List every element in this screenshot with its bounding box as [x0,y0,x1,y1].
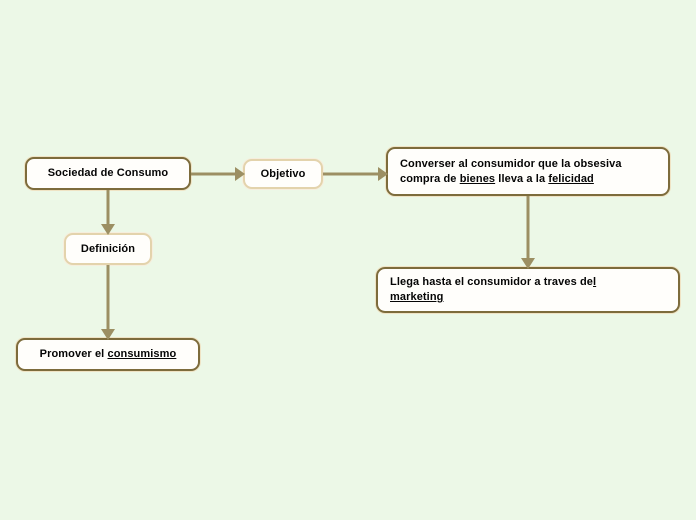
node-llega-consumidor[interactable]: Llega hasta el consumidor a traves del m… [376,267,680,313]
node-convencer-consumidor-label: Converser al consumidor que la obsesiva … [388,157,668,187]
node-definicion-label: Definición [80,242,136,255]
llega-term-marketing: marketing [390,291,444,303]
arrow-sociedad-to-definicion [99,190,117,235]
convencer-line-1: Converser al consumidor que la obsesiva [400,157,622,170]
node-definicion[interactable]: Definición [64,233,152,265]
convencer-term-bienes: bienes [459,172,496,185]
node-llega-consumidor-label: Llega hasta el consumidor a traves del m… [378,275,678,305]
arrow-sociedad-to-objetivo [191,165,245,183]
arrow-convencer-to-llega [519,196,537,269]
node-objetivo-label: Objetivo [260,167,306,180]
node-promover-consumismo[interactable]: Promover el consumismo [16,338,200,371]
convencer-line-2-pre: compra de [400,172,460,185]
llega-line-1-underline: l [593,276,597,288]
promover-term-consumismo: consumismo [107,348,177,360]
llega-line-1-pre: Llega hasta el consumidor a traves de [390,276,593,288]
node-convencer-consumidor[interactable]: Converser al consumidor que la obsesiva … [386,147,670,196]
convencer-line-2-mid: lleva a la [495,172,549,185]
node-sociedad-de-consumo[interactable]: Sociedad de Consumo [25,157,191,190]
promover-text-pre: Promover el [39,348,108,360]
node-objetivo[interactable]: Objetivo [243,159,323,189]
arrow-objetivo-to-convencer [323,165,388,183]
arrow-definicion-to-promover [99,265,117,340]
convencer-term-felicidad: felicidad [548,172,594,185]
node-promover-consumismo-label: Promover el consumismo [18,347,198,362]
node-sociedad-de-consumo-label: Sociedad de Consumo [47,167,169,179]
